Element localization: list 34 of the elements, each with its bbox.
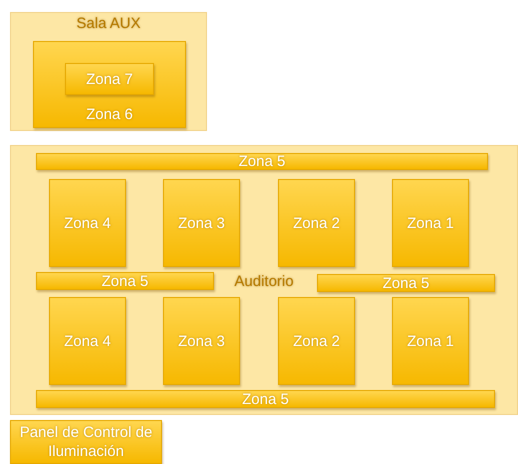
zone-label: Zona 7: [86, 70, 133, 88]
zone-label: Zona 4: [64, 214, 111, 232]
area-title: Sala AUX: [76, 14, 141, 33]
zone-box: [163, 179, 240, 267]
zone-box: [392, 179, 469, 267]
zone-label: Zona 5: [102, 272, 148, 290]
zone-label: Zona 5: [382, 274, 430, 292]
zone-box: [10, 420, 162, 464]
zone-box: [65, 63, 154, 95]
zone-strip: [36, 272, 214, 290]
zone-label: Zona 5: [238, 153, 286, 170]
room-area: [10, 12, 207, 131]
zone-box: [278, 297, 355, 385]
zone-label: Zona 5: [242, 390, 289, 408]
zone-label: Zona 3: [178, 332, 225, 350]
zone-strip: [36, 153, 488, 170]
zone-strip: [317, 274, 495, 292]
zone-label: Zona 6: [86, 105, 133, 125]
zone-box: [278, 179, 355, 267]
zone-label: Zona 3: [178, 214, 225, 232]
zone-label: Zona 2: [293, 214, 340, 232]
zone-box: [49, 297, 126, 385]
zone-box: [392, 297, 469, 385]
area-title: Auditorio: [234, 272, 294, 291]
zone-label: Panel de Control de Iluminación: [18, 423, 154, 461]
zone-box: [33, 41, 186, 128]
zone-label: Zona 2: [293, 332, 340, 350]
zone-label: Zona 1: [407, 332, 454, 350]
zone-box: [49, 179, 126, 267]
zone-box: [163, 297, 240, 385]
zone-strip: [36, 390, 495, 408]
zone-label: Zona 4: [64, 332, 111, 350]
zone-label: Zona 1: [407, 214, 454, 232]
room-area: [10, 145, 518, 415]
